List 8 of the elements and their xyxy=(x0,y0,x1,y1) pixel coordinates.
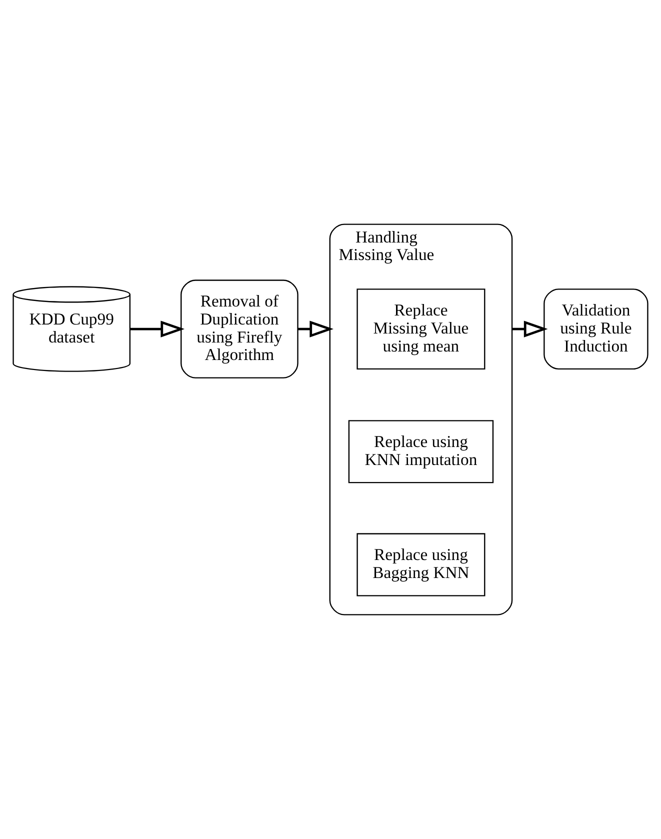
node-box: Removal of Duplication using Firefly Algorithm xyxy=(180,280,298,378)
arrow xyxy=(298,320,334,338)
node-box: Replace Missing Value using mean xyxy=(356,288,486,370)
node-box: Replace using KNN imputation xyxy=(348,420,494,484)
node-box: Replace using Bagging KNN xyxy=(356,533,486,596)
node-box: Validation using Rule Induction xyxy=(544,288,648,370)
arrow xyxy=(512,320,548,338)
arrow xyxy=(130,320,185,338)
